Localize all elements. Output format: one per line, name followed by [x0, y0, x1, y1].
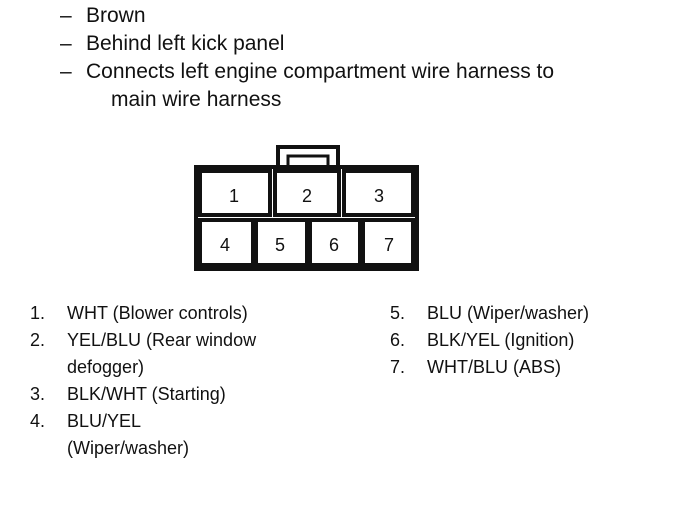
pin-cavity-2: [273, 169, 341, 217]
connector-location: Behind left kick panel: [86, 32, 285, 55]
pin-label-4: 4: [220, 235, 230, 255]
pin-label-5: 5: [275, 235, 285, 255]
locking-tab: [276, 145, 340, 167]
legend-text: BLK/YEL (Ignition): [427, 330, 575, 350]
dash: –: [60, 60, 72, 83]
locking-tab-inner: [286, 154, 330, 167]
pin-legend-right: 5. BLU (Wiper/washer) 6. BLK/YEL (Igniti…: [390, 300, 680, 381]
pin-cavity-1: [198, 169, 272, 217]
legend-number: 1.: [30, 303, 46, 323]
description-list: – Brown – Behind left kick panel – Conne…: [60, 2, 554, 114]
legend-text: YEL/BLU (Rear window defogger): [67, 330, 257, 377]
pin-label-2: 2: [302, 186, 312, 206]
dash: –: [60, 4, 72, 27]
connector-diagram: 1 2 3 4 5 6 7: [194, 145, 419, 271]
legend-text: BLK/WHT (Starting): [67, 384, 226, 404]
pin-cavity-7: [361, 218, 415, 267]
legend-text: WHT/BLU (ABS): [427, 357, 562, 377]
pin-cavity-4: [198, 218, 255, 267]
pin-cavity-3: [342, 169, 415, 217]
legend-item-5: 5. BLU (Wiper/washer): [390, 300, 680, 327]
connector-outline: [194, 165, 419, 271]
legend-item-7: 7. WHT/BLU (ABS): [390, 354, 680, 381]
pin-label-3: 3: [374, 186, 384, 206]
location-line: – Behind left kick panel: [60, 30, 554, 58]
legend-text: BLU/YEL (Wiper/washer): [67, 411, 190, 458]
pin-legend-left: 1. WHT (Blower controls) 2. YEL/BLU (Rea…: [30, 300, 360, 462]
legend-item-2: 2. YEL/BLU (Rear window defogger): [30, 327, 337, 381]
legend-text: WHT (Blower controls): [67, 303, 248, 323]
connector-function-continuation: main wire harness: [111, 88, 282, 111]
legend-number: 2.: [30, 330, 46, 350]
legend-item-6: 6. BLK/YEL (Ignition): [390, 327, 680, 354]
connector-color: Brown: [86, 4, 146, 27]
legend-item-3: 3. BLK/WHT (Starting): [30, 381, 360, 408]
legend-item-4: 4. BLU/YEL (Wiper/washer): [30, 408, 207, 462]
legend-number: 6.: [390, 330, 406, 350]
pin-cavity-5: [254, 218, 309, 267]
legend-number: 3.: [30, 384, 46, 404]
pin-label-1: 1: [229, 186, 239, 206]
dash: –: [60, 32, 72, 55]
pin-cavity-6: [308, 218, 362, 267]
function-line: – Connects left engine compartment wire …: [60, 58, 554, 114]
legend-item-1: 1. WHT (Blower controls): [30, 300, 360, 327]
pin-label-7: 7: [384, 235, 394, 255]
legend-number: 5.: [390, 303, 406, 323]
legend-number: 7.: [390, 357, 406, 377]
pin-label-6: 6: [329, 235, 339, 255]
legend-number: 4.: [30, 411, 46, 431]
legend-text: BLU (Wiper/washer): [427, 303, 590, 323]
connector-function: Connects left engine compartment wire ha…: [86, 60, 555, 83]
color-line: – Brown: [60, 2, 554, 30]
